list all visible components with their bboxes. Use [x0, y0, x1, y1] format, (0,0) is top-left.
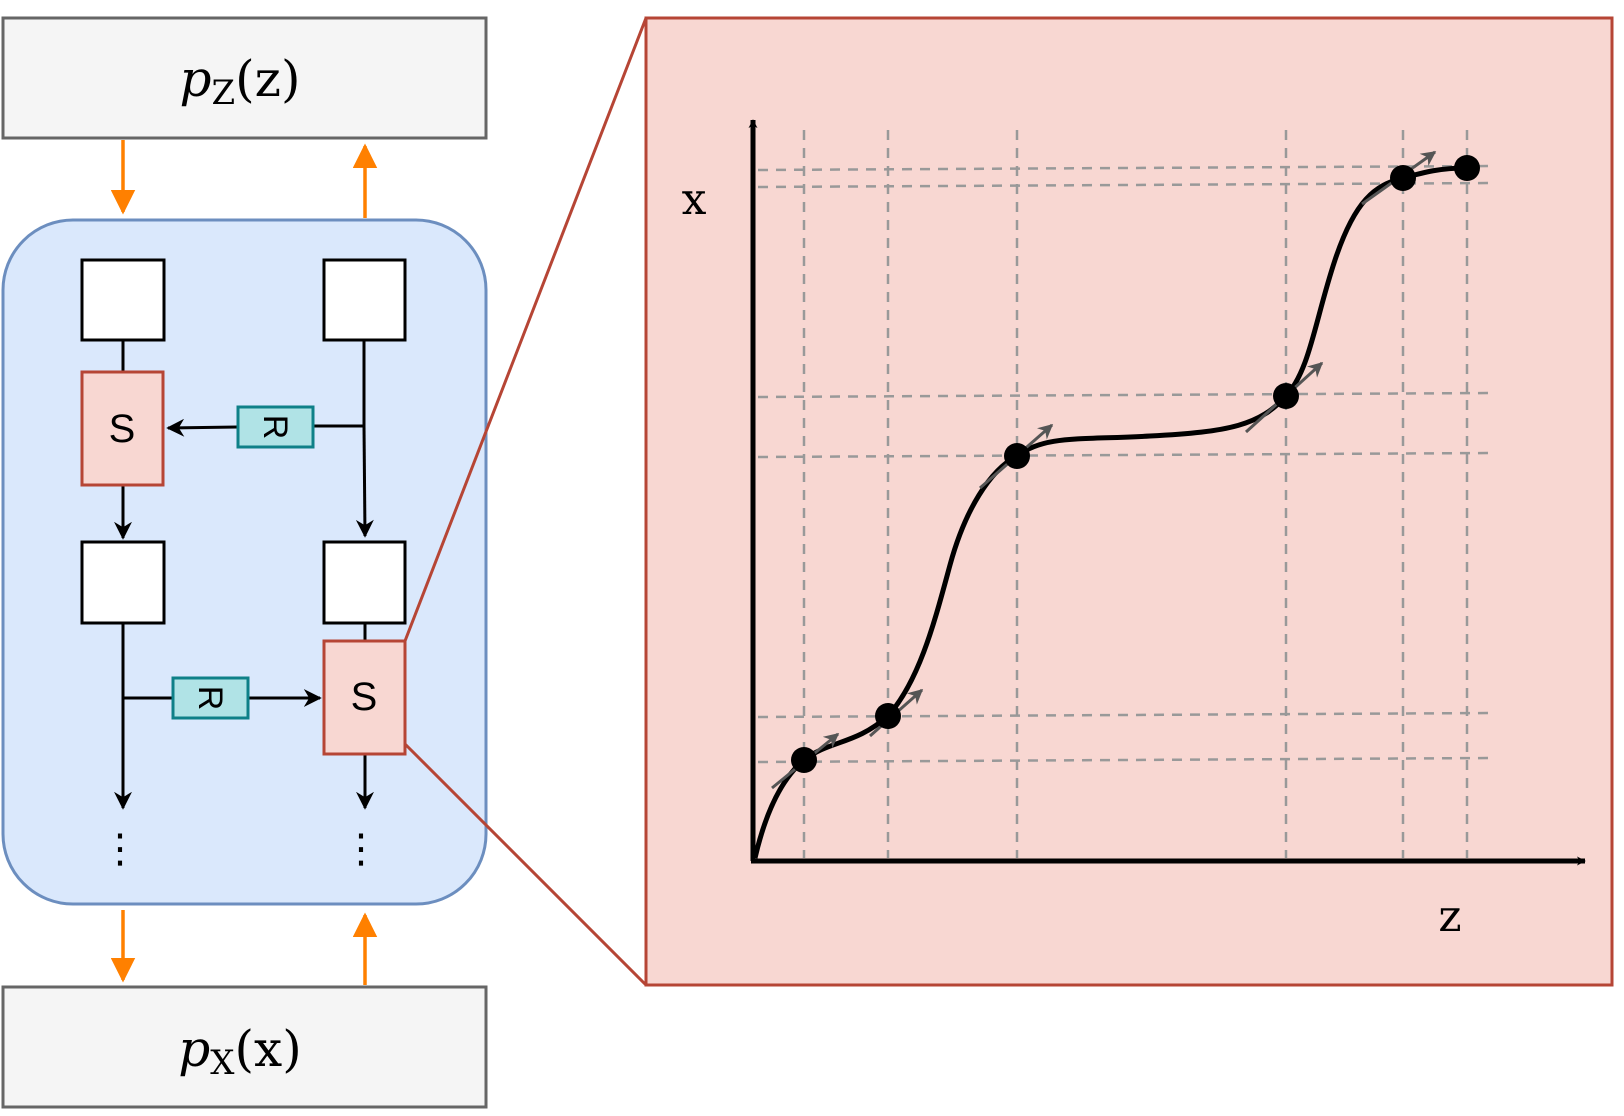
- arrow-right-col-down: [355, 425, 374, 538]
- zoom-connectors: [403, 17, 648, 987]
- s-box-top: S: [80, 370, 165, 487]
- variable-box-top-left: [80, 258, 166, 342]
- latent-distribution-box: pZ(z): [1, 16, 488, 140]
- knot-3: [1004, 443, 1030, 469]
- knot-2: [875, 703, 901, 729]
- spline-knots: [791, 155, 1480, 773]
- s-box-bottom: S: [322, 639, 407, 756]
- spline-curve: [752, 165, 1468, 859]
- knot-5: [1390, 165, 1416, 191]
- ellipsis-right: ⋮: [341, 827, 381, 871]
- r-label-top: R: [256, 415, 294, 440]
- data-distribution-box: pX(x): [1, 985, 488, 1109]
- variable-box-mid-right: [322, 540, 407, 625]
- knot-grid: [757, 130, 1493, 858]
- latent-distribution-label: pZ(z): [180, 50, 301, 113]
- flow-block: S S R R ⋮ ⋮: [1, 218, 488, 906]
- orange-arrows: [110, 140, 378, 985]
- variable-box-top-right: [322, 258, 407, 342]
- y-axis-label: x: [682, 174, 707, 225]
- r-box-bottom: R: [171, 676, 250, 720]
- s-label-bottom: S: [351, 675, 378, 719]
- knot-6: [1454, 155, 1480, 181]
- s-label-top: S: [109, 407, 136, 451]
- spline-zoom-panel: x z: [644, 16, 1614, 987]
- r-label-bottom: R: [191, 686, 229, 711]
- variable-box-mid-left: [80, 540, 166, 625]
- knot-1: [791, 747, 817, 773]
- knot-4: [1273, 383, 1299, 409]
- ellipsis-left: ⋮: [100, 827, 140, 871]
- x-axis-label: z: [1438, 891, 1461, 942]
- r-box-top: R: [236, 405, 315, 449]
- data-distribution-label: pX(x): [178, 1020, 301, 1083]
